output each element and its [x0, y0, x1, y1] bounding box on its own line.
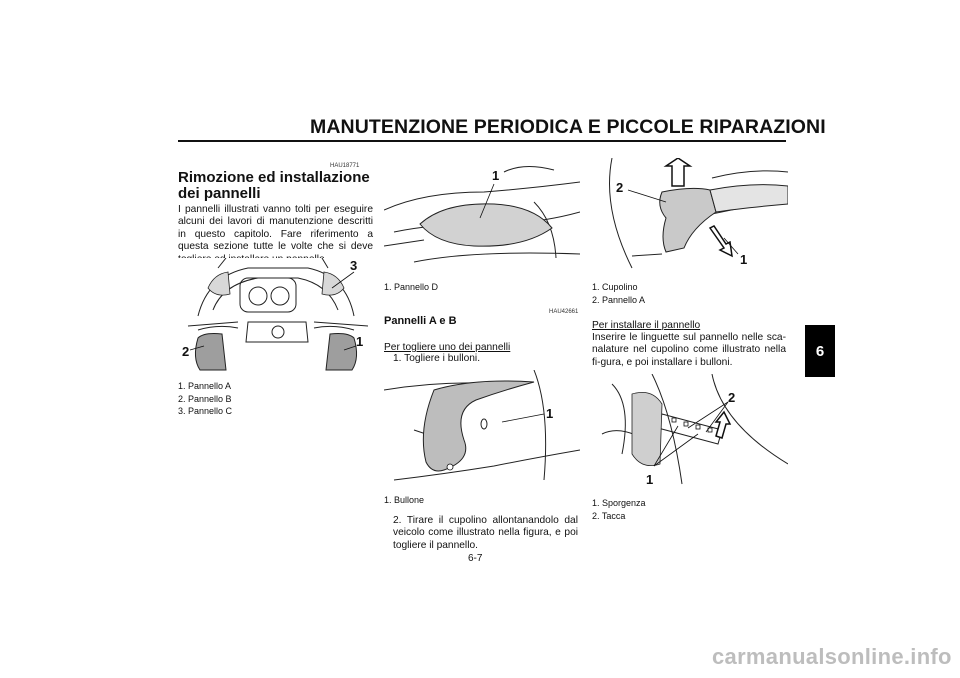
callout-1: 1 [646, 472, 653, 487]
page-number: 6-7 [468, 553, 483, 564]
section-code: HAU18771 [330, 163, 360, 169]
caption-item: 2. Pannello A [592, 294, 646, 305]
watermark: carmanualsonline.info [712, 644, 952, 669]
caption-item: 2. Tacca [592, 510, 626, 521]
sub-heading: Per togliere uno dei pannelli [384, 342, 511, 353]
install-body: Inserire le linguette sul pannello nelle… [592, 332, 786, 368]
figure-caption: 1. Pannello A 2. Pannello B 3. Pannello … [178, 380, 232, 418]
callout-1: 1 [740, 252, 747, 267]
step-1: 1. Togliere i bulloni. [393, 353, 481, 364]
figure-bolts: 1 [384, 370, 580, 488]
figure-caption: 1. Cupolino 2. Pannello A [592, 281, 645, 306]
figure-panel-d: 1 [384, 162, 580, 276]
page-title: MANUTENZIONE PERIODICA E PICCOLE RIPARAZ… [310, 116, 826, 138]
figure-panels-abc: 1 2 3 [178, 258, 374, 374]
header-rule [178, 140, 786, 142]
step-2-text: 2. Tirare il cupolino allontanandolo dal… [393, 515, 578, 551]
section-body: I pannelli illustrati vanno tolti per es… [178, 204, 373, 265]
section-title: Pannelli A e B [384, 315, 457, 327]
callout-2: 2 [182, 344, 189, 359]
callout-2: 2 [616, 180, 623, 195]
caption-item: 1. Pannello A [178, 381, 232, 391]
section-title: Rimozione ed installazione dei pannelli [178, 169, 370, 202]
callout-2: 2 [728, 390, 735, 405]
figure-caption: 1. Pannello D [384, 282, 439, 292]
callout-3: 3 [350, 258, 357, 273]
callout-1: 1 [356, 334, 363, 349]
figure-tabs-slots: 1 2 [592, 374, 788, 492]
figure-caption: 1. Bullone [384, 495, 425, 505]
caption-item: 3. Pannello C [178, 406, 233, 416]
sub-heading: Per installare il pannello [592, 320, 701, 331]
figure-caption: 1. Sporgenza 2. Tacca [592, 497, 646, 522]
step-2: 2. Tirare il cupolino allontanandolo dal… [393, 515, 578, 552]
callout-1: 1 [492, 168, 499, 183]
figure-cowl-panel-a: 2 1 [592, 158, 788, 276]
caption-item: 1. Sporgenza [592, 498, 646, 508]
section-code: HAU42661 [549, 309, 579, 315]
caption-item: 1. Cupolino [592, 282, 638, 292]
callout-1: 1 [546, 406, 553, 421]
caption-item: 2. Pannello B [178, 393, 232, 404]
chapter-tab: 6 [805, 325, 835, 377]
